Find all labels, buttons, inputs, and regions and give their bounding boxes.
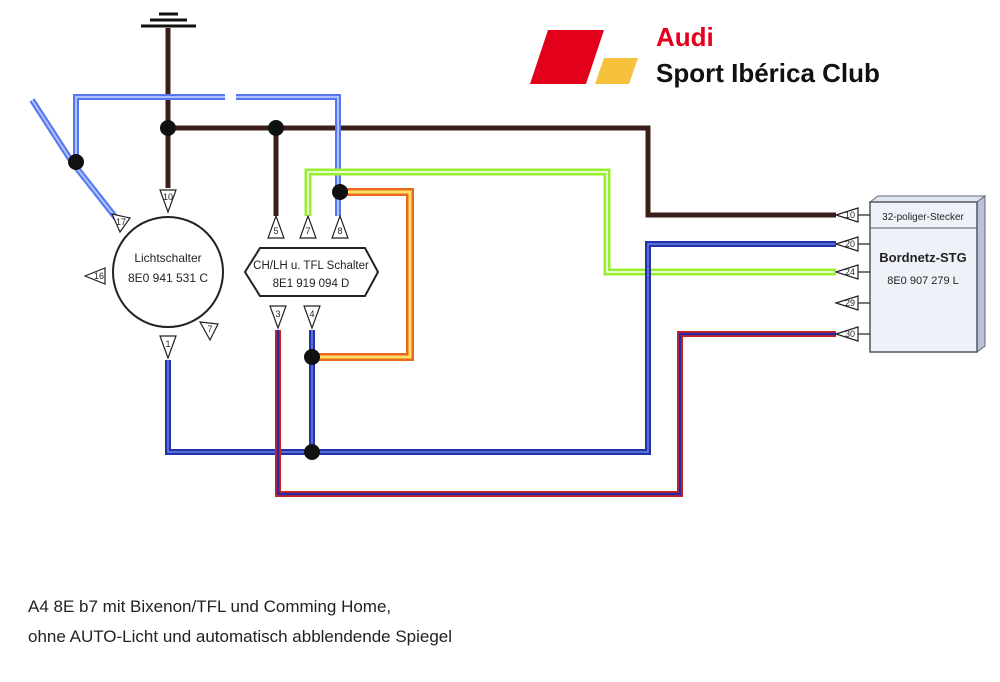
svg-text:16: 16: [94, 271, 104, 281]
lichtschalter-name: Lichtschalter: [134, 251, 201, 265]
lichtschalter-part: 8E0 941 531 C: [128, 271, 208, 285]
stg-pin-30: 30: [834, 326, 870, 342]
stg-pin-20: 20: [834, 236, 870, 252]
pin-marker: 4: [303, 305, 321, 330]
svg-text:17: 17: [116, 217, 126, 227]
svg-text:10: 10: [163, 192, 173, 202]
tfl-switch-part: 8E1 919 094 D: [273, 278, 350, 290]
pin-marker: 8: [331, 214, 349, 239]
tfl-switch-name: CH/LH u. TFL Schalter: [253, 260, 369, 272]
pin-marker: 17: [110, 213, 132, 234]
pin-marker: 1: [159, 335, 177, 360]
stg-part: 8E0 907 279 L: [887, 275, 959, 287]
svg-text:1: 1: [165, 339, 170, 349]
logo-line-2: Sport Ibérica Club: [656, 58, 880, 88]
logo-yellow-parallelogram: [595, 58, 638, 84]
violet-wire: [275, 330, 836, 497]
stg-name: Bordnetz-STG: [879, 250, 966, 265]
pin-marker: 3: [269, 305, 287, 330]
pin-marker: 7: [198, 321, 219, 342]
logo-red-parallelogram: [530, 30, 604, 84]
audi-sport-logo: Audi Sport Ibérica Club: [530, 22, 880, 88]
pin-marker: 5: [267, 214, 285, 239]
green-wire: [304, 168, 836, 276]
ground-symbol: [141, 12, 196, 28]
svg-text:7: 7: [305, 226, 310, 236]
ground-wires: [165, 28, 836, 218]
bordnetz-stg-component: 32-poliger-Stecker Bordnetz-STG 8E0 907 …: [834, 195, 987, 353]
svg-text:4: 4: [309, 309, 314, 319]
pin-marker: 7: [299, 214, 317, 239]
svg-text:5: 5: [273, 226, 278, 236]
stg-pin-24: 24: [834, 264, 870, 280]
caption-line-2: ohne AUTO-Licht und automatisch abblende…: [28, 627, 453, 646]
junction-dots: [68, 120, 348, 460]
svg-text:20: 20: [845, 239, 855, 249]
svg-text:3: 3: [275, 309, 280, 319]
stg-connector-label: 32-poliger-Stecker: [882, 212, 964, 223]
stg-pin-29: 29: [834, 295, 870, 311]
svg-text:8: 8: [337, 226, 342, 236]
pin-marker: 10: [159, 189, 177, 214]
orange-yellow-wire: [312, 188, 414, 361]
lichtschalter-component: Lichtschalter 8E0 941 531 C 10 16 17 7 1: [83, 189, 224, 360]
pin-marker: 16: [83, 267, 106, 285]
tfl-switch-component: CH/LH u. TFL Schalter 8E1 919 094 D 5 7 …: [243, 214, 380, 330]
caption-line-1: A4 8E b7 mit Bixenon/TFL und Comming Hom…: [28, 597, 392, 616]
svg-text:24: 24: [845, 267, 855, 277]
logo-line-1: Audi: [656, 22, 714, 52]
svg-text:29: 29: [845, 298, 855, 308]
svg-text:30: 30: [845, 329, 855, 339]
svg-text:10: 10: [845, 210, 855, 220]
stg-pin-10: 10: [834, 207, 870, 223]
svg-text:7: 7: [207, 324, 212, 334]
